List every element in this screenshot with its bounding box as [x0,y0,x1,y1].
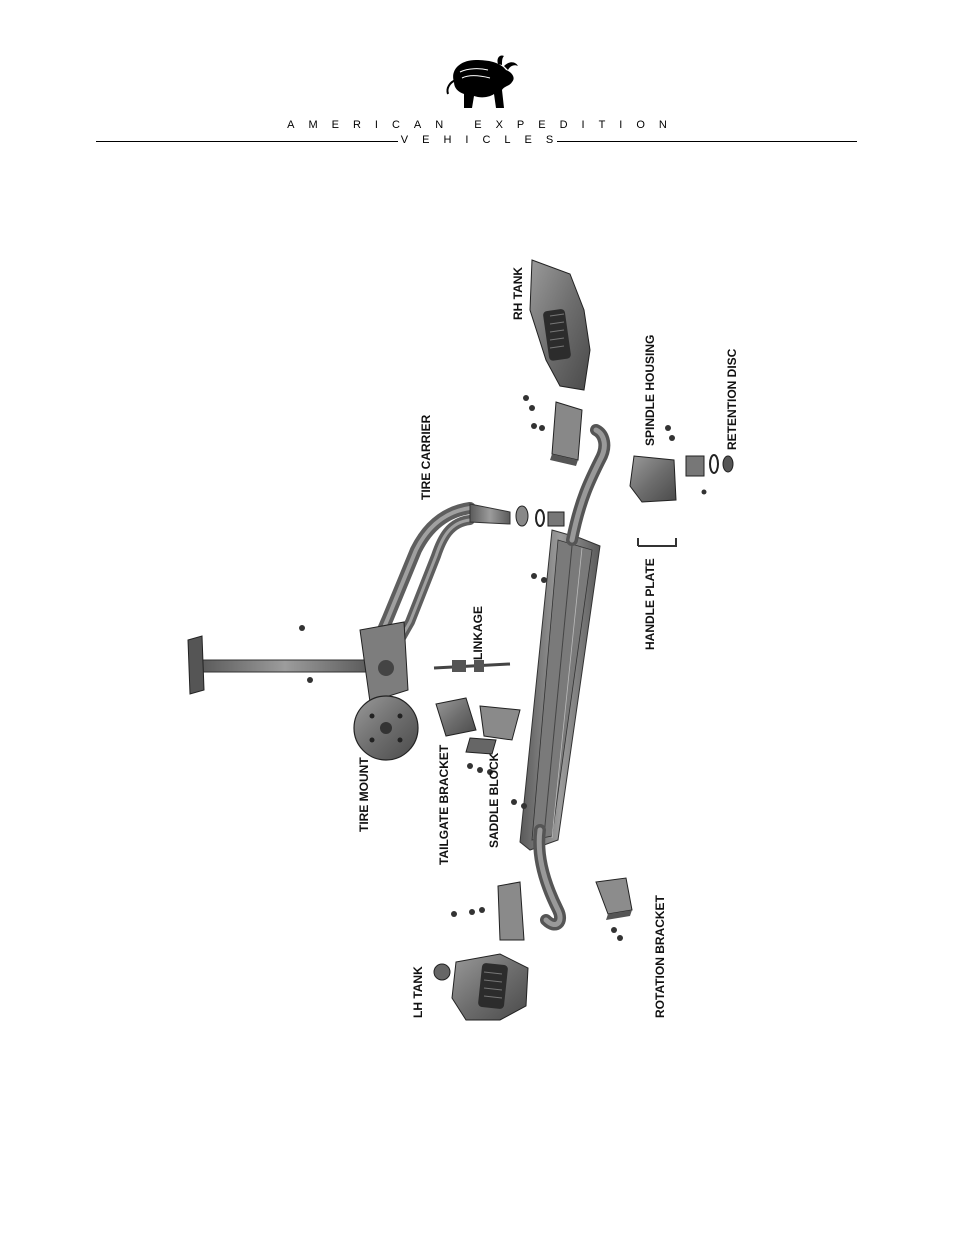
bull-logo-icon [446,55,518,108]
handle-plate [637,538,677,547]
rh-tank [529,259,591,391]
linkage [433,660,511,672]
label-retention-disc: RETENTION DISC [725,348,739,450]
label-spindle-housing: SPINDLE HOUSING [643,335,657,446]
tire-mount [353,695,419,761]
lh-tank [433,953,529,1021]
bumper-beam [519,529,601,851]
header-rule-right [557,141,857,142]
label-saddle-block: SADDLE BLOCK [487,752,501,848]
label-rh-tank: RH TANK [511,267,525,320]
carrier-spacers [515,505,565,527]
spindle-housing [629,454,734,503]
label-linkage: LINKAGE [471,606,485,660]
exploded-assembly-diagram: RH TANK TIRE CARRIER SPINDLE HOUSING RET… [187,259,739,1021]
brand-name-line2: VEHICLES [400,134,568,146]
lh-tube [533,824,567,931]
hardware-bolts [299,395,707,941]
tailgate-bracket [435,697,521,755]
label-lh-tank: LH TANK [411,966,425,1018]
tire-carrier [187,502,511,703]
rh-tube [566,424,611,546]
label-tire-carrier: TIRE CARRIER [419,414,433,500]
header-rule-left [96,141,398,142]
label-handle-plate: HANDLE PLATE [643,558,657,650]
label-tailgate-bracket: TAILGATE BRACKET [437,744,451,865]
label-rotation-bracket: ROTATION BRACKET [653,894,667,1018]
rotation-bracket [595,877,633,920]
label-tire-mount: TIRE MOUNT [357,757,371,832]
rh-tank-bracket [550,401,583,466]
brand-name-line1: AMERICAN EXPEDITION [287,119,681,131]
lh-tank-bracket [497,881,525,941]
